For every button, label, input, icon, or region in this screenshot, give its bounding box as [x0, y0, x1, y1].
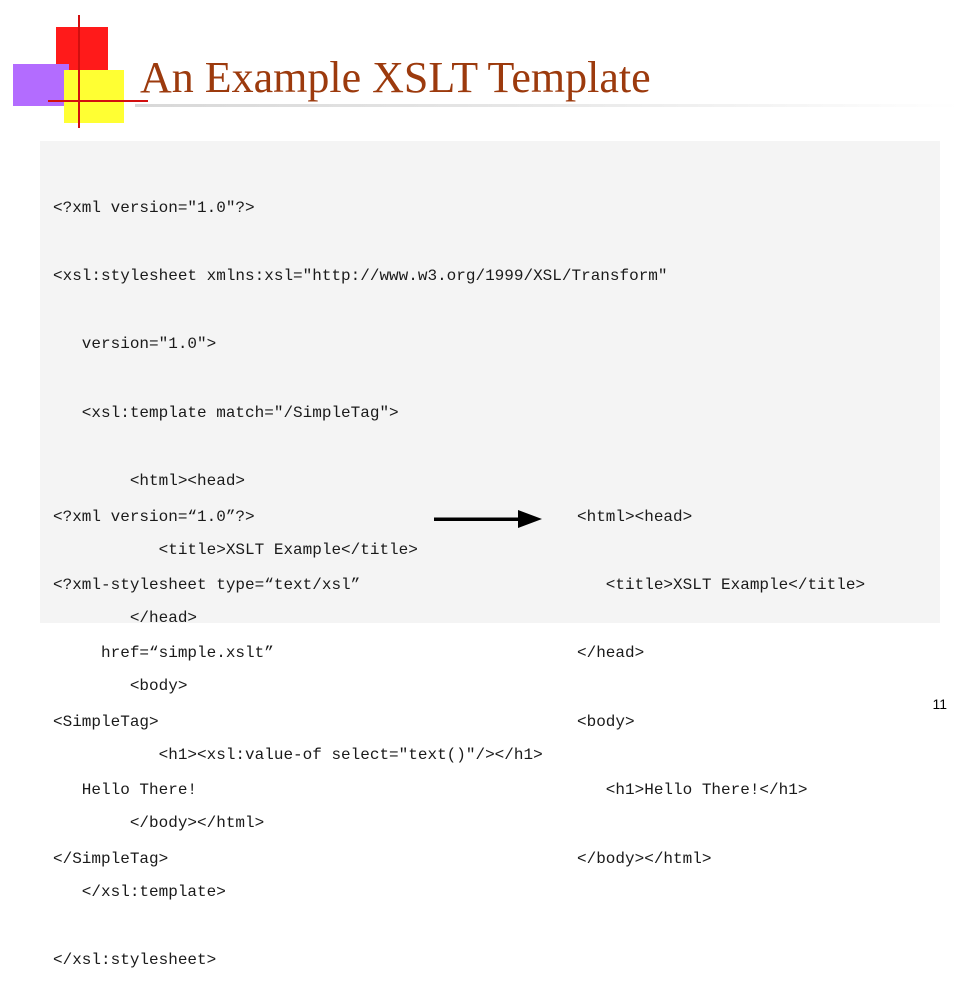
title-underline [135, 104, 960, 107]
purple-square [13, 64, 69, 106]
code-line: </SimpleTag> [53, 849, 169, 868]
code-line: <title>XSLT Example</title> [53, 540, 418, 559]
vertical-accent-line [78, 15, 80, 128]
code-line: </xsl:stylesheet> [53, 950, 217, 969]
output-html-code: <html><head> <title>XSLT Example</title>… [577, 460, 865, 893]
code-line: <?xml version=“1.0”?> [53, 507, 255, 526]
right-arrow-icon [434, 510, 542, 528]
code-line: <h1>Hello There!</h1> [577, 781, 808, 800]
code-line: </head> [577, 644, 645, 663]
yellow-square [64, 70, 124, 123]
code-line: <SimpleTag> [53, 712, 159, 731]
input-xml-code: <?xml version=“1.0”?> <?xml-stylesheet t… [53, 460, 360, 893]
code-line: href=“simple.xslt” [53, 644, 274, 663]
code-line: <body> [577, 712, 635, 731]
code-line: <xsl:stylesheet xmlns:xsl="http://www.w3… [53, 266, 668, 285]
code-line: <xsl:template match="/SimpleTag"> [53, 403, 399, 422]
code-line: <html><head> [53, 472, 246, 491]
code-line: </body></html> [577, 849, 712, 868]
slide-number: 11 [932, 696, 947, 712]
decorative-squares-logo [0, 0, 148, 140]
code-line: </head> [53, 608, 198, 627]
slide-title: An Example XSLT Template [140, 53, 651, 102]
code-line: <?xml version="1.0"?> [53, 198, 255, 217]
horizontal-accent-line [48, 100, 148, 102]
code-line: <html><head> [577, 507, 693, 526]
code-line: <body> [53, 677, 188, 696]
code-line: <title>XSLT Example</title> [577, 575, 866, 594]
code-panel [40, 141, 940, 623]
code-line: <?xml-stylesheet type=“text/xsl” [53, 575, 361, 594]
code-line: Hello There! [53, 781, 198, 800]
code-line: version="1.0"> [53, 335, 217, 354]
